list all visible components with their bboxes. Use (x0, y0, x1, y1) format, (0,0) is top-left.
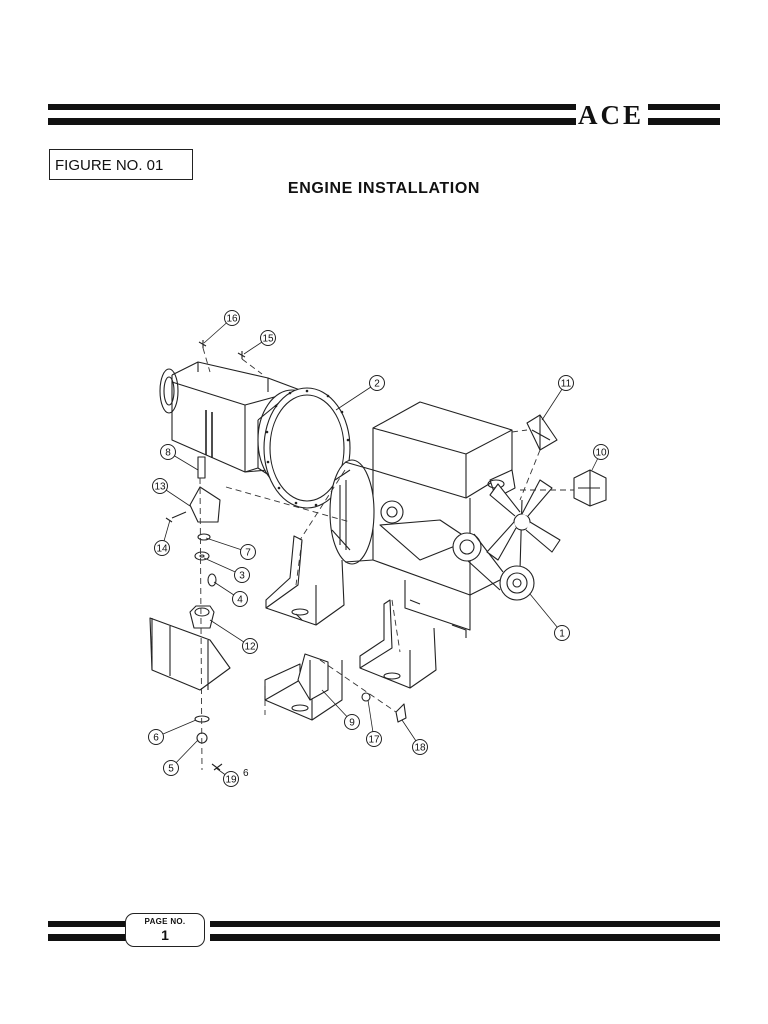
footer-rule-top-left (48, 921, 126, 927)
left-mount-stack (149, 456, 231, 771)
stray-mark: 6 (243, 768, 249, 779)
callout-8: 8 (160, 444, 176, 460)
top-bolts (198, 340, 246, 359)
svg-text:10: 10 (595, 448, 607, 459)
callout-13: 13 (152, 478, 168, 494)
callout-1: 1 (554, 625, 570, 641)
header-rule-bottom (48, 118, 576, 125)
svg-text:11: 11 (561, 379, 572, 390)
svg-text:19: 19 (225, 775, 237, 786)
callout-2: 2 (369, 375, 385, 391)
footer-rule-bottom-right (210, 934, 720, 941)
support-frame-right (359, 599, 437, 689)
svg-text:14: 14 (156, 544, 168, 555)
callout-10: 10 (593, 444, 609, 460)
callout-17: 17 (366, 731, 382, 747)
callout-11: 11 (558, 375, 574, 391)
figure-number-box: FIGURE NO. 01 (49, 149, 193, 180)
svg-text:12: 12 (244, 642, 256, 653)
page-label: PAGE NO. (144, 917, 186, 926)
header-rule-top (48, 104, 576, 110)
svg-text:16: 16 (226, 314, 238, 325)
duct-adapter (257, 387, 351, 509)
callout-5: 5 (163, 760, 179, 776)
svg-text:17: 17 (368, 735, 380, 746)
bracket-10 (573, 469, 607, 507)
callout-12: 12 (242, 638, 258, 654)
support-frame-lower (264, 653, 343, 721)
callout-3: 3 (234, 567, 250, 583)
svg-text:6: 6 (153, 733, 159, 744)
footer-rule-bottom-left (48, 934, 126, 941)
svg-text:3: 3 (239, 571, 245, 582)
svg-text:18: 18 (414, 743, 426, 754)
svg-text:9: 9 (349, 718, 355, 729)
callout-7: 7 (240, 544, 256, 560)
svg-text:15: 15 (262, 334, 274, 345)
cooling-fan (486, 479, 561, 561)
svg-text:7: 7 (245, 548, 251, 559)
fastener-17-18 (361, 692, 407, 723)
callout-18: 18 (412, 739, 428, 755)
brand-logo: ACE (578, 100, 645, 130)
header-rule-bottom-right (648, 118, 720, 125)
callout-15: 15 (260, 330, 276, 346)
bracket-11 (526, 414, 558, 451)
svg-text:8: 8 (165, 448, 171, 459)
page-number: 1 (161, 927, 169, 943)
callout-group: 16 15 2 11 10 8 13 14 7 3 4 12 6 5 19 9 … (148, 310, 609, 787)
footer-rule-top-right (210, 921, 720, 927)
callout-14: 14 (154, 540, 170, 556)
callout-16: 16 (224, 310, 240, 326)
figure-title: ENGINE INSTALLATION (0, 180, 768, 198)
callout-9: 9 (344, 714, 360, 730)
callout-4: 4 (232, 591, 248, 607)
page-number-badge: PAGE NO. 1 (125, 913, 205, 947)
callout-6: 6 (148, 729, 164, 745)
svg-text:13: 13 (154, 482, 166, 493)
callout-19: 19 (223, 771, 239, 787)
svg-text:2: 2 (374, 379, 380, 390)
header-rule-top-right (648, 104, 720, 110)
figure-title-text: ENGINE INSTALLATION (287, 180, 481, 197)
air-intake-housing (159, 361, 301, 473)
svg-text:4: 4 (237, 595, 243, 606)
svg-text:5: 5 (168, 764, 174, 775)
support-frame-centre (265, 535, 345, 626)
engine-block (329, 401, 535, 638)
svg-text:1: 1 (559, 629, 565, 640)
